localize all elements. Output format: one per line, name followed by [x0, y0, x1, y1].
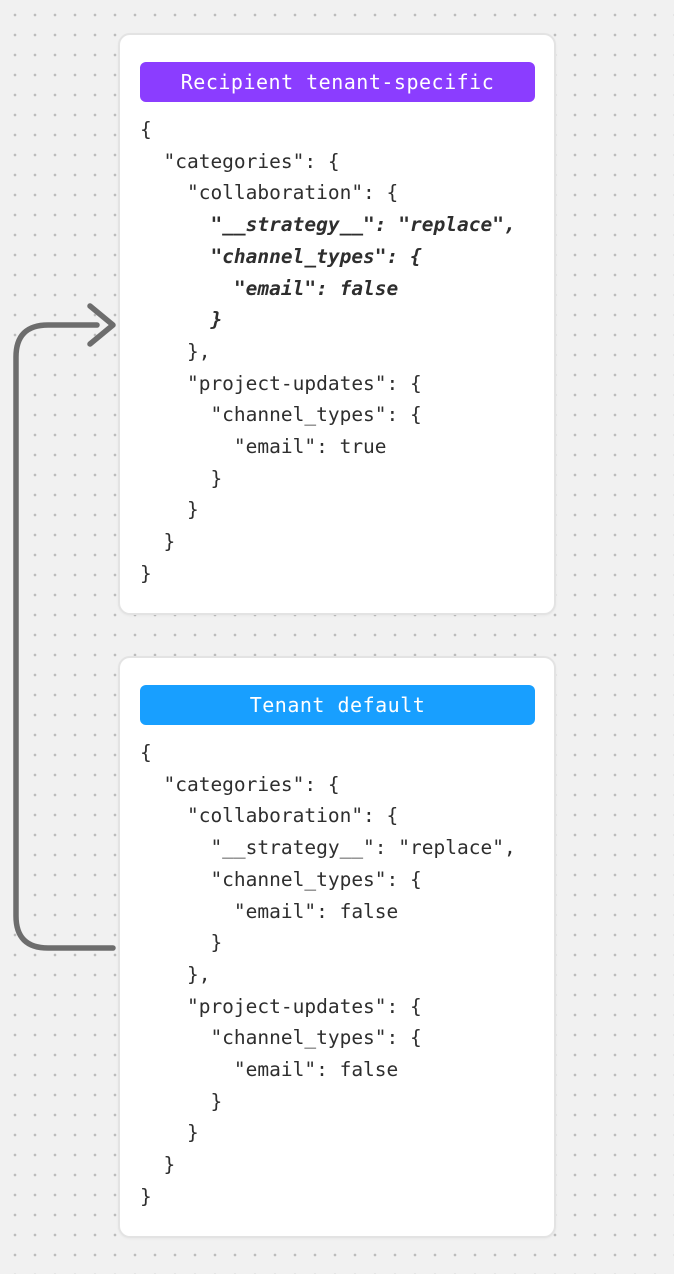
- code-line: "channel_types": {: [140, 403, 422, 427]
- card-tenant-default: Tenant default { "categories": { "collab…: [118, 656, 556, 1238]
- code-line: "collaboration": {: [140, 181, 399, 205]
- badge-recipient-tenant-specific: Recipient tenant-specific: [140, 62, 535, 102]
- code-line: }: [140, 1089, 223, 1113]
- code-line: {: [140, 118, 152, 141]
- code-line: "project-updates": {: [140, 371, 422, 395]
- code-line: "channel_types": {: [140, 1026, 422, 1050]
- code-line: "categories": {: [140, 772, 340, 796]
- code-line: }: [140, 931, 223, 955]
- code-line: "categories": {: [140, 149, 340, 173]
- code-line: "collaboration": {: [140, 804, 399, 828]
- code-line: "email": true: [140, 435, 387, 459]
- code-line: }: [140, 498, 199, 522]
- code-line: {: [140, 741, 152, 764]
- merge-arrow-head-icon: [87, 303, 116, 347]
- code-line: },: [140, 339, 211, 363]
- code-block-recipient-tenant-specific: { "categories": { "collaboration": { "__…: [140, 114, 535, 590]
- code-line: "project-updates": {: [140, 994, 422, 1018]
- code-line: "__strategy__": "replace",: [140, 836, 516, 860]
- code-line: }: [140, 561, 152, 585]
- badge-label: Recipient tenant-specific: [180, 70, 495, 94]
- code-line: }: [140, 1153, 176, 1177]
- code-line: "email": false: [140, 276, 399, 300]
- code-line: "email": false: [140, 1058, 399, 1082]
- code-line: }: [140, 308, 223, 332]
- code-block-tenant-default: { "categories": { "collaboration": { "__…: [140, 737, 535, 1213]
- code-line: "__strategy__": "replace",: [140, 213, 516, 237]
- card-recipient-tenant-specific: Recipient tenant-specific { "categories"…: [118, 33, 556, 615]
- merge-arrow-line: [13, 322, 116, 951]
- code-line: }: [140, 1184, 152, 1208]
- code-line: }: [140, 466, 223, 490]
- code-line: "channel_types": {: [140, 244, 422, 268]
- code-line: "email": false: [140, 899, 399, 923]
- code-line: "channel_types": {: [140, 867, 422, 891]
- code-line: }: [140, 1121, 199, 1145]
- badge-tenant-default: Tenant default: [140, 685, 535, 725]
- badge-label: Tenant default: [249, 693, 426, 717]
- code-line: }: [140, 530, 176, 554]
- code-line: },: [140, 962, 211, 986]
